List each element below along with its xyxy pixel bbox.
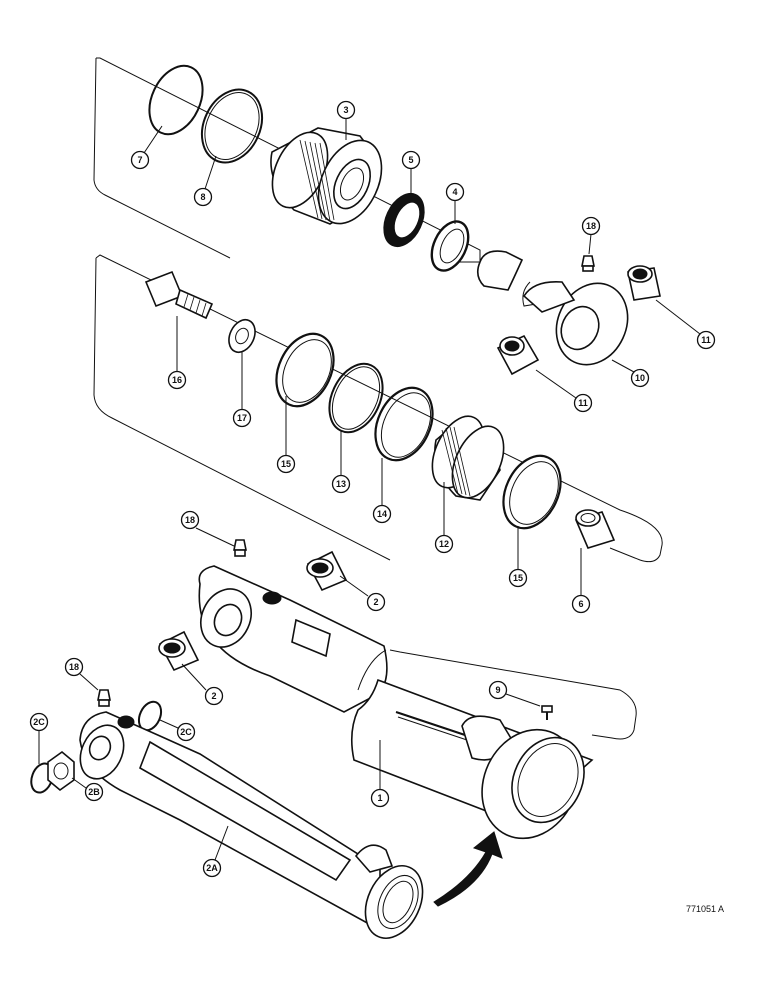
callout-15-left: 15: [276, 454, 296, 474]
svg-text:2: 2: [211, 691, 216, 701]
svg-text:18: 18: [185, 515, 195, 525]
svg-text:16: 16: [172, 375, 182, 385]
bushing-part-11-upper: [627, 265, 661, 301]
callout-18-middle: 18: [180, 510, 200, 530]
svg-text:1: 1: [377, 793, 382, 803]
svg-text:2: 2: [373, 597, 378, 607]
callout-13: 13: [331, 474, 351, 494]
svg-text:5: 5: [408, 155, 413, 165]
backup-ring-part-14: [374, 386, 434, 462]
callout-3: 3: [336, 100, 356, 120]
svg-text:17: 17: [237, 413, 247, 423]
group-outline-piston: [93, 254, 663, 563]
callout-2c-right: 2C: [176, 722, 196, 742]
svg-text:2C: 2C: [33, 717, 45, 727]
svg-text:15: 15: [281, 459, 291, 469]
bushing-part-6: [574, 509, 616, 549]
svg-text:12: 12: [439, 539, 449, 549]
o-ring-part-8: [200, 88, 264, 164]
svg-text:11: 11: [701, 335, 711, 345]
rod-section: [476, 250, 561, 307]
piston-rod-part-1: [198, 565, 594, 840]
figure-id-label: 771051 A: [686, 904, 724, 914]
svg-text:7: 7: [137, 155, 142, 165]
callout-2-lower: 2: [204, 686, 224, 706]
rod-eye-part-10: [522, 280, 629, 366]
seal-part-5: [383, 193, 425, 247]
callout-7: 7: [130, 150, 150, 170]
group-outline-rod: [389, 649, 637, 740]
washer-part-17: [228, 318, 256, 354]
bushing-part-11-lower: [496, 334, 540, 376]
svg-text:4: 4: [452, 187, 457, 197]
group-outline-head: [93, 57, 481, 263]
callout-11-lower: 11: [573, 393, 593, 413]
callout-2c-left: 2C: [29, 712, 49, 732]
cylinder-head-part-3: [270, 127, 383, 225]
callout-5: 5: [401, 150, 421, 170]
bushing-part-2-lower: [158, 630, 200, 672]
piston-part-12: [431, 415, 505, 501]
svg-text:15: 15: [513, 573, 523, 583]
svg-text:2B: 2B: [88, 787, 100, 797]
svg-text:11: 11: [578, 398, 588, 408]
callout-18-lower: 18: [64, 657, 84, 677]
svg-text:14: 14: [377, 509, 387, 519]
callout-12: 12: [434, 534, 454, 554]
svg-text:3: 3: [343, 105, 348, 115]
callout-2a: 2A: [202, 858, 222, 878]
callout-1: 1: [370, 788, 390, 808]
callout-9: 9: [488, 680, 508, 700]
callout-2b: 2B: [84, 782, 104, 802]
callout-14: 14: [372, 504, 392, 524]
screw-part-9: [541, 705, 553, 720]
svg-text:8: 8: [200, 192, 205, 202]
svg-text:2C: 2C: [180, 727, 192, 737]
assembly-arrow: [433, 831, 503, 907]
callout-8: 8: [193, 187, 213, 207]
callout-6: 6: [571, 594, 591, 614]
wear-ring-part-15-right: [502, 454, 562, 530]
grease-fitting-part-18-lower: [97, 689, 111, 707]
callout-18-upper: 18: [581, 216, 601, 236]
svg-text:18: 18: [586, 221, 596, 231]
svg-text:9: 9: [495, 685, 500, 695]
svg-text:2A: 2A: [206, 863, 218, 873]
callout-11-upper: 11: [696, 330, 716, 350]
callout-10: 10: [630, 368, 650, 388]
grease-fitting-part-18-upper: [581, 255, 595, 272]
callout-16: 16: [167, 370, 187, 390]
wear-ring-part-15-left: [275, 332, 335, 408]
svg-text:6: 6: [578, 599, 583, 609]
cylinder-barrel-part-2a: [79, 711, 424, 939]
callout-2-upper: 2: [366, 592, 386, 612]
wiper-part-4: [430, 220, 470, 272]
svg-text:10: 10: [635, 373, 645, 383]
nut-part-2b: [47, 750, 75, 792]
svg-text:13: 13: [336, 479, 346, 489]
svg-text:18: 18: [69, 662, 79, 672]
snap-ring-part-7: [148, 64, 204, 136]
grease-fitting-part-18-middle: [233, 539, 247, 557]
bushing-part-2-upper: [306, 550, 348, 592]
bolt-part-16: [144, 270, 214, 320]
callout-15-right: 15: [508, 568, 528, 588]
callout-4: 4: [445, 182, 465, 202]
leader-lines: [38, 118, 701, 861]
callout-17: 17: [232, 408, 252, 428]
